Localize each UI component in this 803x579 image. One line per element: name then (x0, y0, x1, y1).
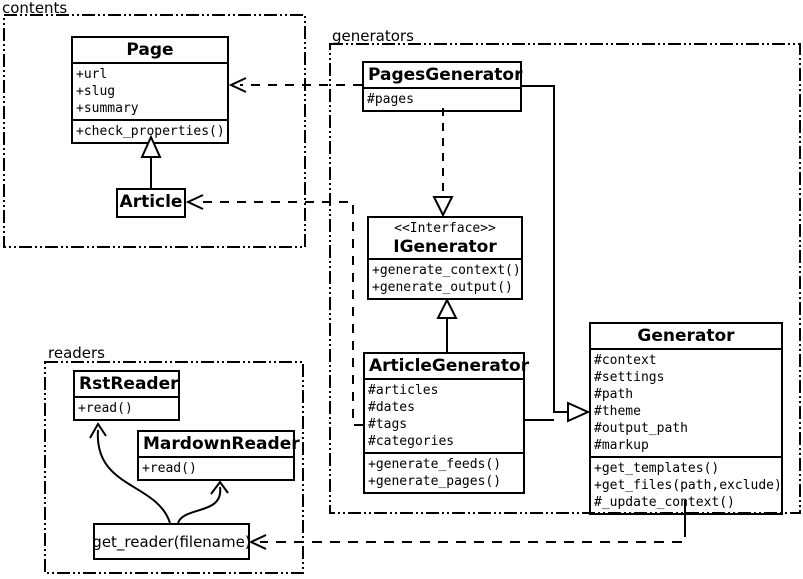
function-get-reader-label: get_reader(filename) (92, 532, 251, 551)
method: +generate_pages() (368, 474, 502, 489)
class-rst-reader-methods: +read() (75, 396, 178, 419)
arrow-getreader-markdownreader (178, 482, 228, 523)
class-igenerator-name: IGenerator (393, 237, 497, 257)
realization-pagesgenerator-igenerator (434, 108, 452, 215)
package-label-contents: contents (2, 0, 68, 17)
attribute: #theme (594, 404, 641, 419)
attribute: #dates (368, 400, 415, 415)
class-rst-reader-name: RstReader (79, 374, 179, 394)
class-generator: Generator #context #settings #path #them… (589, 322, 783, 515)
attribute: #articles (368, 383, 439, 398)
generalization-generators-generator (522, 86, 588, 421)
class-article: Article (116, 188, 186, 218)
attribute: #output_path (594, 421, 688, 436)
class-rst-reader: RstReader +read() (73, 370, 180, 421)
class-article-name: Article (119, 192, 183, 212)
class-markdown-reader-name: MardownReader (143, 434, 300, 454)
generalization-article-page (142, 137, 160, 188)
function-get-reader: get_reader(filename) (92, 523, 251, 560)
attribute: #categories (368, 434, 455, 449)
class-page-name: Page (126, 40, 174, 60)
method: +check_properties() (76, 124, 225, 139)
attribute: #settings (594, 370, 665, 385)
class-article-generator-methods: +generate_feeds() +generate_pages() (365, 452, 523, 492)
class-article-generator-attributes: #articles #dates #tags #categories (365, 378, 523, 452)
attribute: #path (594, 387, 634, 402)
class-page: Page +url +slug +summary +check_properti… (71, 36, 229, 144)
class-markdown-reader: MardownReader +read() (137, 430, 300, 481)
class-pages-generator-attributes: #pages (364, 87, 520, 110)
attribute: +url (76, 67, 108, 82)
generalization-articlegenerator-igenerator (438, 300, 456, 352)
class-pages-generator-name: PagesGenerator (368, 65, 523, 85)
class-page-methods: +check_properties() (73, 119, 227, 142)
attribute: #markup (594, 438, 649, 453)
attribute: #context (594, 353, 657, 368)
class-generator-attributes: #context #settings #path #theme #output_… (591, 348, 781, 456)
class-article-generator-name: ArticleGenerator (369, 356, 530, 376)
class-generator-name: Generator (637, 326, 735, 346)
class-igenerator: <<Interface>> IGenerator +generate_conte… (367, 216, 523, 300)
package-label-readers: readers (48, 344, 105, 362)
dependency-articlegenerator-article (188, 195, 363, 425)
method: +read() (142, 461, 197, 476)
method: +get_templates() (594, 461, 720, 476)
dependency-pagesgenerator-page (231, 78, 362, 92)
class-markdown-reader-methods: +read() (139, 456, 293, 479)
method: +get_files(path,exclude) (594, 478, 782, 493)
method: +generate_output() (372, 280, 513, 295)
class-page-attributes: +url +slug +summary (73, 62, 227, 119)
class-article-generator: ArticleGenerator #articles #dates #tags … (363, 352, 530, 494)
attribute: +slug (76, 84, 116, 99)
attribute: #tags (368, 417, 408, 432)
class-generator-methods: +get_templates() +get_files(path,exclude… (591, 456, 782, 513)
method: #_update_context() (594, 495, 735, 510)
class-igenerator-stereotype: <<Interface>> (394, 221, 496, 236)
method: +generate_feeds() (368, 457, 502, 472)
method: +generate_context() (372, 263, 521, 278)
package-label-generators: generators (332, 27, 414, 45)
attribute: #pages (367, 92, 414, 107)
class-igenerator-methods: +generate_context() +generate_output() (369, 258, 521, 298)
attribute: +summary (76, 101, 139, 116)
class-pages-generator: PagesGenerator #pages (362, 61, 522, 112)
method: +read() (78, 401, 133, 416)
